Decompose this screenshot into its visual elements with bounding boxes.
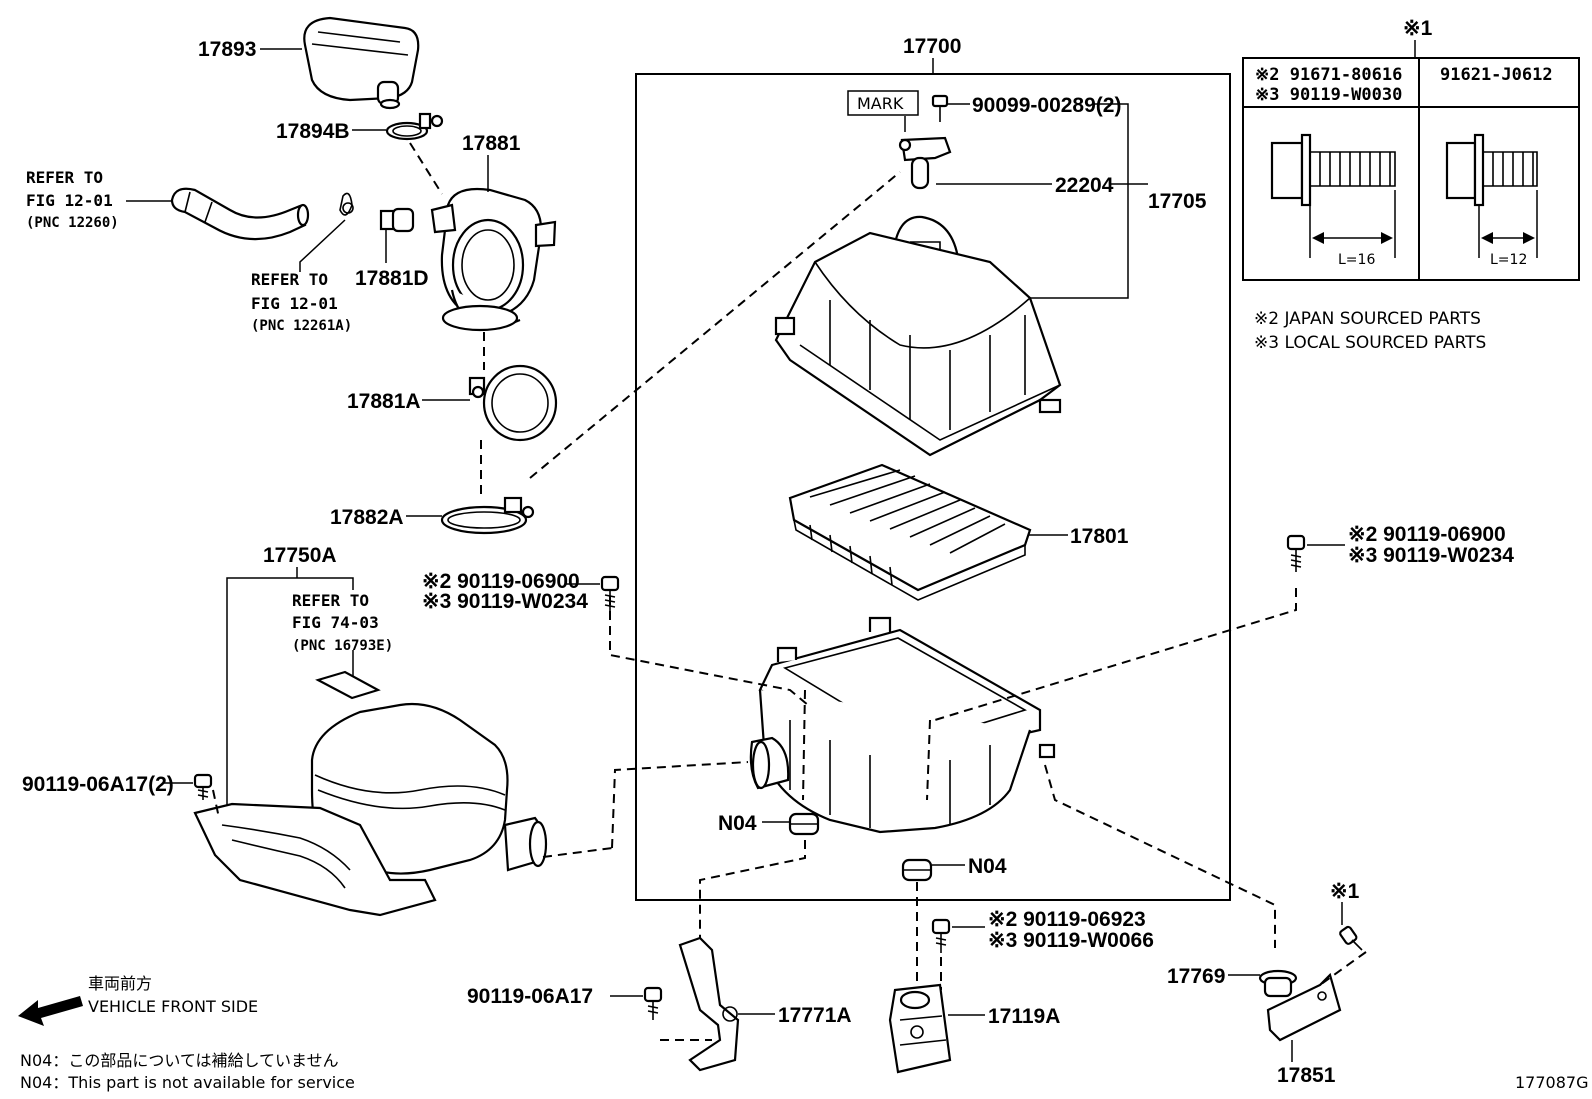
front-label-jp: 車両前方: [88, 974, 152, 993]
sensor-22204-part: [898, 136, 952, 190]
table-col1-line2[interactable]: ※3 90119-W0030: [1255, 85, 1402, 105]
air-cleaner-case-part: [749, 616, 1056, 834]
bolt-star1-part: [1339, 925, 1363, 951]
grommet-17881D-part: [379, 207, 415, 233]
table-star1: ※1: [1403, 17, 1433, 40]
ref1-line-c: (PNC 12260): [26, 215, 119, 231]
label-right-bolt-a[interactable]: ※2 90119-06900: [1348, 523, 1506, 546]
label-17700[interactable]: 17700: [903, 35, 961, 58]
label-left-bolt-a[interactable]: ※2 90119-06900: [422, 570, 580, 593]
bolt-9011906A17-part: [643, 986, 663, 1020]
label-90099-00289[interactable]: 90099-00289(2): [972, 94, 1121, 117]
bracket-17851-part: [1266, 972, 1342, 1042]
table-col2-length: L=12: [1490, 252, 1527, 268]
label-sheet-part: [315, 670, 381, 700]
n04-note-jp: N04：この部品については補給していません: [20, 1051, 339, 1070]
ref3-line-c: (PNC 16793E): [292, 638, 393, 654]
label-17750A[interactable]: 17750A: [263, 544, 337, 567]
throttle-body-17881-part: [430, 187, 557, 332]
table-col1-line1[interactable]: ※2 91671-80616: [1255, 65, 1402, 85]
label-17882A[interactable]: 17882A: [330, 506, 404, 529]
figure-id: 177087G: [1515, 1073, 1588, 1092]
clamp-17894B-part: [385, 112, 444, 141]
clamp-17881A-part: [468, 364, 558, 442]
ref2-line-a: REFER TO: [251, 270, 328, 289]
ref2-line-c: (PNC 12261A): [251, 318, 352, 334]
ref1-line-a: REFER TO: [26, 168, 103, 187]
clip-part: [339, 192, 354, 216]
front-label-en: VEHICLE FRONT SIDE: [88, 997, 258, 1016]
label-bottom-bolt-b[interactable]: ※3 90119-W0066: [988, 929, 1154, 952]
ref3-line-a: REFER TO: [292, 591, 369, 610]
intake-duct-17750A-part: [193, 702, 548, 917]
table-col2-line1[interactable]: 91621-J0612: [1440, 65, 1553, 85]
bracket-17119A-part: [888, 983, 952, 1074]
label-right-bolt-b[interactable]: ※3 90119-W0234: [1348, 544, 1514, 567]
intake-hose-part: [170, 187, 310, 241]
label-17881[interactable]: 17881: [462, 132, 521, 155]
resonator-17893-part: [303, 16, 420, 110]
label-90119-06A17-2[interactable]: 90119-06A17(2): [22, 773, 174, 796]
screw-9009900289-part: [931, 94, 949, 122]
label-17881D[interactable]: 17881D: [355, 267, 429, 290]
label-17893[interactable]: 17893: [198, 38, 256, 61]
bolt-table: [1242, 57, 1580, 281]
ref1-line-b: FIG 12-01: [26, 191, 113, 210]
label-n04-right[interactable]: N04: [968, 855, 1007, 878]
label-17771A[interactable]: 17771A: [778, 1004, 852, 1027]
label-17851[interactable]: 17851: [1277, 1064, 1336, 1087]
label-star1-bottom[interactable]: ※1: [1330, 880, 1360, 903]
ref3-line-b: FIG 74-03: [292, 613, 379, 632]
mark-box: [847, 90, 919, 116]
label-22204[interactable]: 22204: [1055, 174, 1114, 197]
legend-note-local: ※3 LOCAL SOURCED PARTS: [1254, 333, 1486, 353]
bolt-left-part: [600, 575, 620, 612]
label-bottom-bolt-a[interactable]: ※2 90119-06923: [988, 908, 1146, 931]
grommet-n04-left-part: [788, 812, 820, 836]
legend-note-japan: ※2 JAPAN SOURCED PARTS: [1254, 309, 1481, 329]
bolt-right-part: [1286, 534, 1306, 572]
clamp-17882A-part: [440, 496, 535, 535]
label-left-bolt-b[interactable]: ※3 90119-W0234: [422, 590, 588, 613]
air-cleaner-cap-17705-part: [774, 215, 1062, 457]
label-n04-left[interactable]: N04: [718, 812, 757, 835]
n04-note-en: N04：This part is not available for servi…: [20, 1073, 355, 1092]
grommet-17769-part: [1258, 969, 1298, 998]
grommet-n04-right-part: [901, 858, 933, 882]
bolt-bottom-part: [931, 918, 951, 953]
label-17894B[interactable]: 17894B: [276, 120, 350, 143]
label-90119-06A17[interactable]: 90119-06A17: [467, 985, 593, 1008]
label-17769[interactable]: 17769: [1167, 965, 1225, 988]
mark-label: MARK: [857, 94, 904, 113]
front-arrow-icon: [18, 996, 83, 1026]
label-17881A[interactable]: 17881A: [347, 390, 421, 413]
ref2-line-b: FIG 12-01: [251, 294, 338, 313]
label-17119A[interactable]: 17119A: [988, 1005, 1060, 1028]
label-17705[interactable]: 17705: [1148, 190, 1207, 213]
bolt-9011906A17-2-part: [193, 773, 213, 800]
air-filter-element-17801-part: [788, 463, 1032, 601]
table-col1-length: L=16: [1338, 252, 1375, 268]
bracket-17771A-part: [678, 936, 740, 1072]
label-17801[interactable]: 17801: [1070, 525, 1129, 548]
